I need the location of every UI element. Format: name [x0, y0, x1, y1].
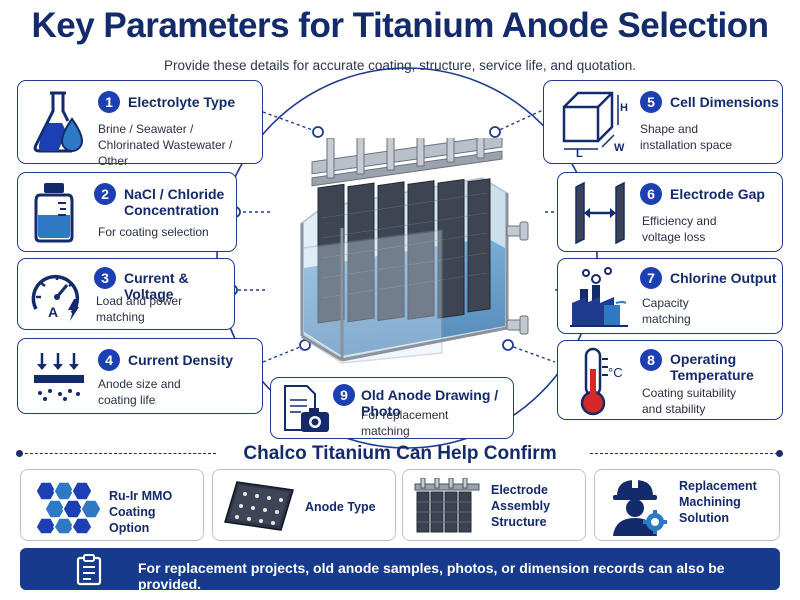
- cube-icon: H W L: [562, 91, 628, 157]
- param-card-electrode-gap: 6 Electrode Gap Efficiency and voltage l…: [557, 172, 783, 252]
- electrode-assembly-icon: [414, 478, 480, 533]
- param-title: Old Anode Drawing / Photo: [361, 387, 499, 419]
- section-divider-left: [20, 453, 216, 454]
- param-number: 7: [640, 267, 662, 289]
- factory-icon: [570, 267, 628, 327]
- page-title: Key Parameters for Titanium Anode Select…: [31, 6, 769, 45]
- param-card-operating-temperature: °C 8 Operating Temperature Coating suita…: [557, 340, 783, 420]
- param-number: 4: [98, 349, 120, 371]
- param-title: Cell Dimensions: [670, 94, 779, 110]
- bottle-icon: [34, 183, 74, 243]
- param-number: 1: [98, 91, 120, 113]
- confirm-item-label: Anode Type: [305, 500, 376, 514]
- param-card-current-density: 4 Current Density Anode size and coating…: [17, 338, 263, 414]
- param-card-chloride: 2 NaCl / Chloride Concentration For coat…: [17, 172, 237, 252]
- thermometer-icon: °C: [580, 347, 623, 416]
- engineer-icon: [613, 478, 667, 536]
- param-card-current-voltage: A 3 Current & Voltage Load and power mat…: [17, 258, 235, 330]
- param-number: 5: [640, 91, 662, 113]
- param-description: Coating suitability and stability: [642, 386, 737, 416]
- param-description: Anode size and coating life: [98, 377, 181, 407]
- drawing-camera-icon: [284, 385, 329, 432]
- confirm-item-label: Ru-Ir MMO Coating Option: [109, 489, 173, 535]
- confirm-item-label: Electrode Assembly Structure: [491, 483, 551, 529]
- param-title: Operating Temperature: [670, 351, 754, 383]
- hexagon-icon: [35, 481, 102, 534]
- param-number: 3: [94, 267, 116, 289]
- param-number: 9: [333, 384, 355, 406]
- mesh-plate-icon: [224, 481, 294, 531]
- param-title: Electrode Gap: [670, 186, 765, 202]
- param-description: Shape and installation space: [640, 122, 733, 152]
- param-title: Current & Voltage: [124, 270, 189, 302]
- param-card-electrolyte: 1 Electrolyte Type Brine / Seawater / Ch…: [17, 80, 263, 168]
- param-title: NaCl / Chloride Concentration: [124, 186, 225, 218]
- param-title: Chlorine Output: [670, 270, 777, 286]
- param-title: Current Density: [128, 352, 234, 368]
- gap-icon: [575, 181, 625, 245]
- dimension-label-h: H: [620, 102, 628, 114]
- param-description: Load and power matching: [96, 294, 183, 324]
- clipboard-icon: [76, 554, 102, 586]
- param-description: Capacity matching: [642, 296, 691, 326]
- celsius-unit: °C: [608, 365, 623, 380]
- footer-text: For replacement projects, old anode samp…: [138, 560, 725, 592]
- dimension-label-l: L: [576, 148, 583, 157]
- param-card-cell-dimensions: H W L 5 Cell Dimensions Shape and instal…: [543, 80, 783, 164]
- param-number: 8: [640, 349, 662, 371]
- param-number: 2: [94, 183, 116, 205]
- confirm-card-coating: Ru-Ir MMO Coating Option: [20, 469, 204, 541]
- param-title: Electrolyte Type: [128, 94, 236, 110]
- density-icon: [34, 353, 84, 401]
- divider-dot: [16, 450, 23, 457]
- param-card-old-anode: 9 Old Anode Drawing / Photo For replacem…: [270, 377, 514, 439]
- gauge-icon: A: [31, 274, 80, 321]
- footer-banner: For replacement projects, old anode samp…: [20, 548, 780, 592]
- section-divider-right: [590, 453, 778, 454]
- param-number: 6: [640, 183, 662, 205]
- divider-dot: [776, 450, 783, 457]
- confirm-card-electrode-assembly: Electrode Assembly Structure: [402, 469, 586, 541]
- confirm-section-title: Chalco Titanium Can Help Confirm: [243, 443, 557, 464]
- param-description: For coating selection: [98, 225, 209, 239]
- confirm-item-label: Replacement Machining Solution: [679, 479, 757, 525]
- param-description: For replacement matching: [361, 408, 449, 438]
- param-card-chlorine-output: 7 Chlorine Output Capacity matching: [557, 258, 783, 334]
- flask-icon: [33, 91, 84, 153]
- param-description: Efficiency and voltage loss: [642, 214, 717, 244]
- electrolytic-cell-illustration: [300, 138, 529, 364]
- confirm-card-anode-type: Anode Type: [212, 469, 396, 541]
- dimension-label-w: W: [614, 142, 625, 154]
- confirm-card-replacement: Replacement Machining Solution: [594, 469, 780, 541]
- param-description: Brine / Seawater / Chlorinated Wastewate…: [98, 122, 233, 168]
- svg-text:A: A: [48, 304, 58, 320]
- page-subtitle: Provide these details for accurate coati…: [163, 58, 636, 73]
